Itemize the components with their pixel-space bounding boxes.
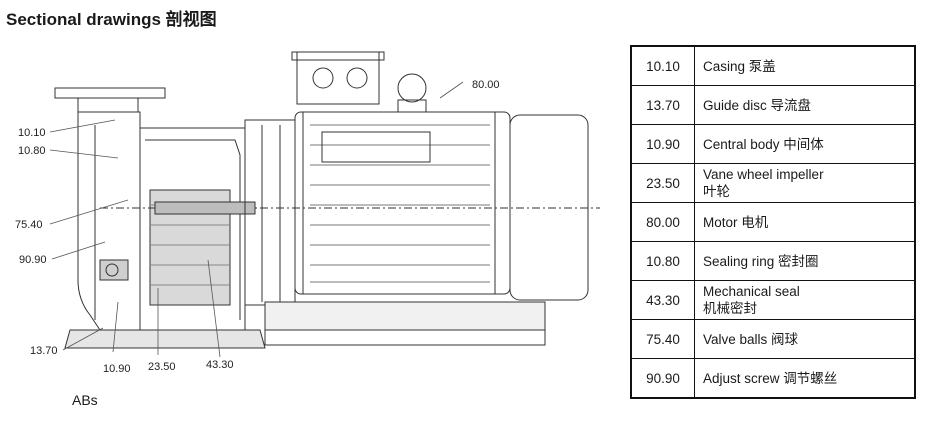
- motor-body: [294, 111, 511, 295]
- motor-base: [264, 301, 546, 331]
- drawing-caption: ABs: [72, 392, 98, 408]
- callout-valve-balls: 75.40: [15, 219, 43, 231]
- part-name-cn: 机械密封: [703, 301, 757, 316]
- callout-adjust-screw: 90.90: [19, 254, 47, 266]
- callout-guide-disc: 13.70: [30, 345, 58, 357]
- part-name: Mechanical seal: [703, 284, 800, 299]
- page-title: Sectional drawings 剖视图: [6, 10, 217, 29]
- callout-casing: 10.10: [18, 127, 46, 139]
- part-name: Vane wheel impeller: [703, 167, 824, 182]
- inlet-flange: [54, 87, 166, 99]
- pump-casing: [77, 111, 246, 331]
- part-name-cn: 叶轮: [703, 184, 730, 199]
- callout-sealing-ring: 10.80: [18, 145, 46, 157]
- callout-central-body: 10.90: [103, 363, 131, 375]
- callout-mechanical-seal: 43.30: [206, 359, 234, 371]
- sectional-drawing: 10.10 10.80 75.40 90.90 13.70 10.90 23.5…: [15, 51, 600, 375]
- fan-cover: [509, 114, 589, 301]
- shaft: [154, 201, 256, 215]
- callout-motor: 80.00: [472, 79, 500, 91]
- callout-impeller: 23.50: [148, 361, 176, 373]
